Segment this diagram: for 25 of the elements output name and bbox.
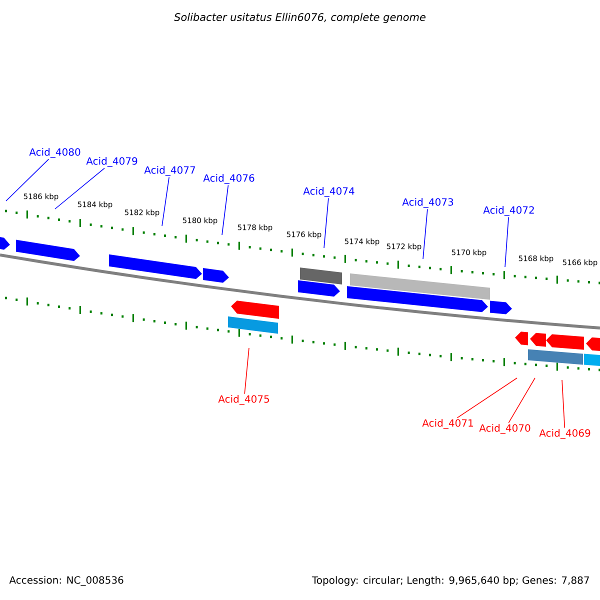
gene-label: Acid_4071: [422, 419, 473, 429]
title: Solibacter usitatus Ellin6076, complete genome: [174, 12, 426, 24]
leader-line: [508, 378, 536, 424]
leader-line: [562, 380, 566, 428]
footer-text: Accession: NC_008536: [9, 576, 124, 586]
gene-label: Acid_4074: [303, 187, 354, 197]
leader-line: [422, 208, 428, 260]
leader-line: [6, 158, 50, 202]
leader-line: [162, 176, 170, 226]
gene-label: Acid_4073: [402, 198, 454, 208]
gene-label: Acid_4072: [483, 206, 534, 216]
gene-label: Acid_4075: [218, 395, 269, 405]
gene-label: Acid_4070: [479, 424, 530, 434]
leader-line: [54, 168, 105, 210]
gene-label: Acid_4077: [144, 166, 196, 176]
leader-line: [504, 216, 509, 268]
leader-line: [456, 378, 518, 418]
gene-label: Acid_4069: [539, 429, 590, 439]
leader-line: [222, 184, 229, 236]
leader-line: [244, 348, 250, 394]
footer-text: Topology: circular; Length: 9,965,640 bp; Genes: 7,887: [312, 576, 589, 586]
leader-line: [324, 198, 329, 248]
gene-label: Acid_4079: [86, 157, 138, 167]
gene-label: Acid_4080: [29, 148, 80, 158]
gene-label: Acid_4076: [203, 174, 254, 184]
